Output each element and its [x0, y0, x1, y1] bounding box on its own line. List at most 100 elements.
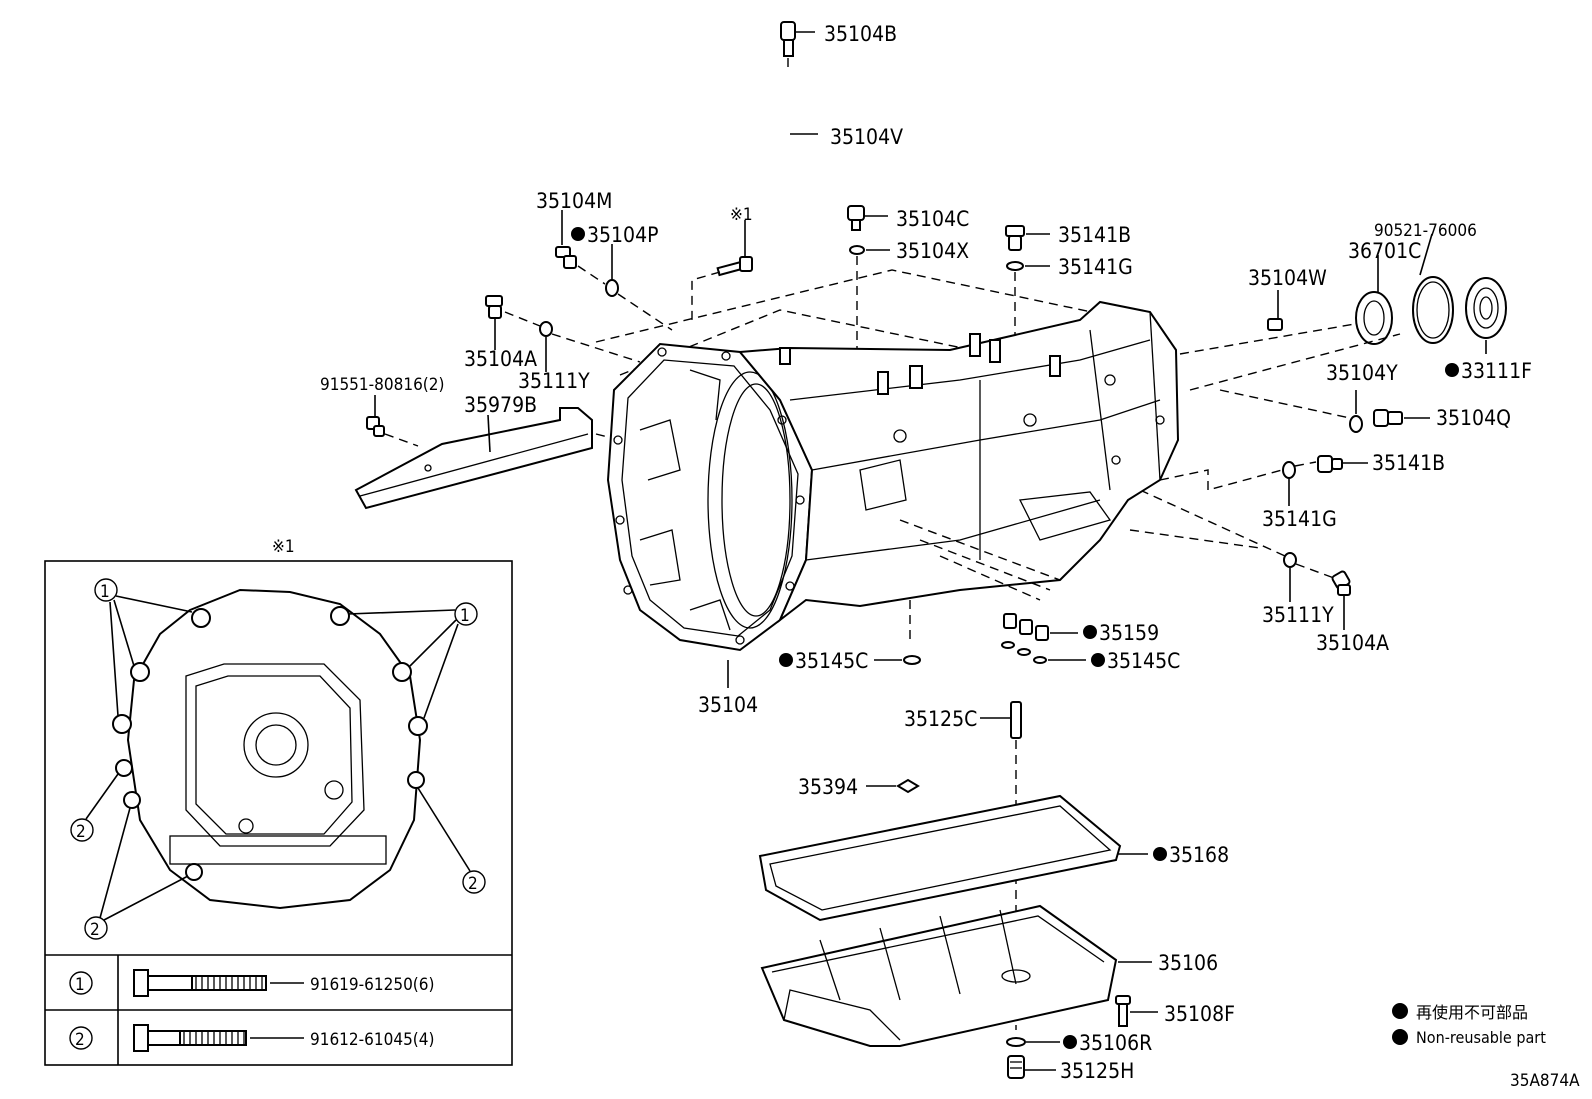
bolt-35108F[interactable] [1115, 995, 1158, 1027]
label-35104P: 35104P [587, 223, 658, 247]
bracket-35979B[interactable] [354, 407, 593, 510]
snap-ring-90521-76006[interactable] [1412, 233, 1454, 344]
callout-1-left-num: 1 [100, 582, 110, 602]
o-ring-35104Y[interactable] [1349, 390, 1363, 433]
bolt-91612-61045-label: 91612-61045(4) [310, 1030, 434, 1050]
inset-bolt-2a [115, 759, 133, 777]
label-35145C-right: 35145C [1107, 649, 1180, 673]
non-reusable-marker-35145C-right [1091, 653, 1105, 667]
label-91551-80816: 91551-80816(2) [320, 375, 444, 395]
oil-seal-33111F[interactable] [1465, 277, 1507, 354]
non-reusable-marker-35159 [1083, 625, 1097, 639]
label-35104Y: 35104Y [1326, 361, 1398, 385]
label-35104A-left: 35104A [464, 347, 537, 371]
gasket-35141G-right[interactable] [1282, 461, 1296, 506]
non-reusable-marker-35106R [1063, 1035, 1077, 1049]
non-reusable-marker-33111F [1445, 363, 1459, 377]
callout-2-left [70, 818, 94, 842]
breather-hose-35104V[interactable] [781, 75, 849, 215]
bolt-91551-80816[interactable] [366, 395, 385, 437]
label-36701C: 36701C [1348, 239, 1421, 263]
plug-35104A-left[interactable] [485, 295, 503, 350]
drain-plug-35125H[interactable] [1007, 1055, 1056, 1079]
callout-2-right-num: 2 [468, 874, 478, 894]
legend-dot-en [1392, 1029, 1408, 1045]
label-35394: 35394 [798, 775, 858, 799]
inset-bolt-1f [408, 716, 428, 736]
seal-35159[interactable] [1003, 613, 1078, 641]
inset-bolt-2b [407, 771, 425, 789]
plug-35104M[interactable] [555, 246, 577, 269]
label-35125H: 35125H [1060, 1059, 1134, 1083]
label-35104: 35104 [698, 693, 758, 717]
callout-1-right-num: 1 [460, 606, 470, 626]
non-reusable-marker-35145C-left [779, 653, 793, 667]
inset-ref-label: ※1 [272, 537, 295, 557]
label-35159: 35159 [1099, 621, 1159, 645]
callout-1-right [454, 602, 478, 626]
label-35168: 35168 [1169, 843, 1229, 867]
stud-35125C[interactable] [980, 701, 1022, 739]
figure-code: 35A874A [1510, 1071, 1580, 1091]
inset-bolt-1b [330, 606, 350, 626]
label-33111F: 33111F [1461, 359, 1532, 383]
callout-1-left [94, 578, 118, 602]
label-35141G-top: 35141G [1058, 255, 1133, 279]
label-35141B-top: 35141B [1058, 223, 1131, 247]
table-row1-callout: 1 [75, 975, 85, 995]
inset-bolt-1d [392, 662, 412, 682]
magnet-35394[interactable] [866, 778, 920, 794]
label-35104Q: 35104Q [1436, 406, 1511, 430]
callout-2-left-num: 2 [76, 822, 86, 842]
o-ring-35104P[interactable] [605, 244, 619, 297]
inset-bolt-1e [112, 714, 132, 734]
breather-plug-35104B[interactable] [780, 21, 815, 57]
label-35104V: 35104V [830, 125, 903, 149]
label-35111Y-right: 35111Y [1262, 603, 1334, 627]
label-35104A-right: 35104A [1316, 631, 1389, 655]
transmission-case-35104[interactable] [606, 300, 1180, 652]
bolt-91619-61250-drawing [133, 969, 267, 997]
label-35125C: 35125C [904, 707, 977, 731]
bolt-ref-1[interactable] [716, 220, 753, 277]
label-35145C-left: 35145C [795, 649, 868, 673]
non-reusable-marker-35168 [1153, 847, 1167, 861]
legend-dot-jp [1392, 1003, 1408, 1019]
o-ring-35111Y-right[interactable] [1283, 552, 1297, 602]
label-35111Y-left: 35111Y [518, 369, 590, 393]
label-ref1-bolt: ※1 [730, 205, 753, 225]
union-35104C[interactable] [847, 205, 888, 231]
gasket-35106R[interactable] [1006, 1037, 1060, 1047]
gasket-35145C-left[interactable] [874, 655, 921, 665]
label-35979B: 35979B [464, 393, 537, 417]
inset-bolt-1a [191, 608, 211, 628]
o-ring-35104X[interactable] [849, 245, 890, 255]
callout-2-bottom-num: 2 [90, 920, 100, 940]
table-row2-callout: 2 [75, 1030, 85, 1050]
label-35141G-right: 35141G [1262, 507, 1337, 531]
plug-35141B-right[interactable] [1317, 455, 1368, 473]
gasket-35145C-right[interactable] [1001, 641, 1086, 664]
plug-35104Q[interactable] [1373, 409, 1430, 427]
label-35108F: 35108F [1164, 1002, 1235, 1026]
o-ring-35111Y-left[interactable] [539, 321, 553, 372]
plug-35104A-right[interactable] [1331, 570, 1351, 630]
label-35104X: 35104X [896, 239, 969, 263]
label-90521-76006: 90521-76006 [1374, 221, 1477, 241]
legend-jp: 再使用不可部品 [1416, 1003, 1528, 1022]
label-35106R: 35106R [1079, 1031, 1152, 1055]
callout-2-bottom [84, 916, 108, 940]
oil-pan-35106[interactable] [760, 904, 1152, 1047]
label-35104C: 35104C [896, 207, 969, 231]
legend-en: Non-reusable part [1416, 1028, 1546, 1047]
plug-35141B-top[interactable] [1005, 225, 1050, 251]
pin-35104W[interactable] [1267, 290, 1283, 331]
inset-bolt-2d [185, 863, 203, 881]
label-35104W: 35104W [1248, 266, 1327, 290]
oil-pan-gasket-35168[interactable] [758, 794, 1148, 922]
oil-seal-36701C[interactable] [1355, 255, 1393, 345]
gasket-35141G-top[interactable] [1006, 261, 1050, 271]
legend: 再使用不可部品 Non-reusable part [1392, 1003, 1546, 1047]
label-35106: 35106 [1158, 951, 1218, 975]
